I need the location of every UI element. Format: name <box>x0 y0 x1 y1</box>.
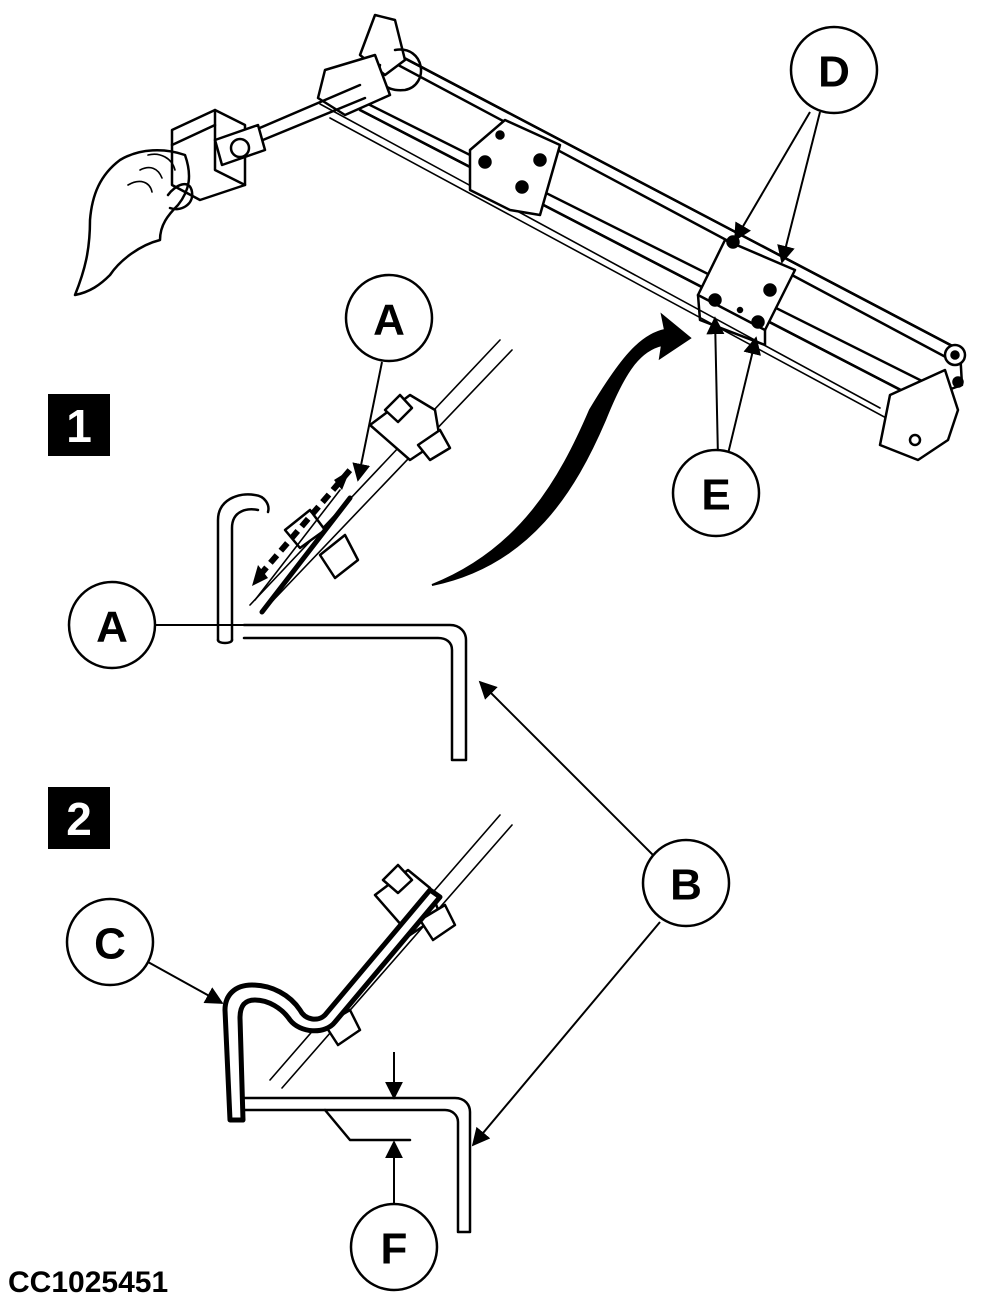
svg-text:2: 2 <box>66 793 92 845</box>
svg-text:E: E <box>701 471 730 520</box>
callout-d: D <box>789 25 879 115</box>
callout-b: B <box>641 838 731 928</box>
callout-e: E <box>671 448 761 538</box>
frame-assembly <box>73 13 967 462</box>
step-2-label: 2 <box>48 787 110 849</box>
svg-text:A: A <box>96 603 128 652</box>
svg-text:B: B <box>670 861 702 910</box>
step-1-detail <box>152 339 513 762</box>
hand-icon <box>73 149 194 297</box>
svg-text:1: 1 <box>66 400 92 452</box>
figure-id: CC1025451 <box>8 1266 168 1299</box>
bracket-icon <box>222 887 443 1123</box>
callout-f: F <box>349 1202 439 1292</box>
callout-c: C <box>65 897 155 987</box>
slide-arrow-icon <box>252 468 353 586</box>
callout-a-top: A <box>344 273 434 363</box>
svg-text:F: F <box>381 1225 408 1274</box>
step-1-label: 1 <box>48 394 110 456</box>
callout-a-left: A <box>67 580 157 670</box>
svg-text:C: C <box>94 920 126 969</box>
curved-arrow-icon <box>431 312 692 586</box>
svg-text:A: A <box>373 296 405 345</box>
step-2-detail <box>147 814 513 1234</box>
svg-text:D: D <box>818 48 850 97</box>
